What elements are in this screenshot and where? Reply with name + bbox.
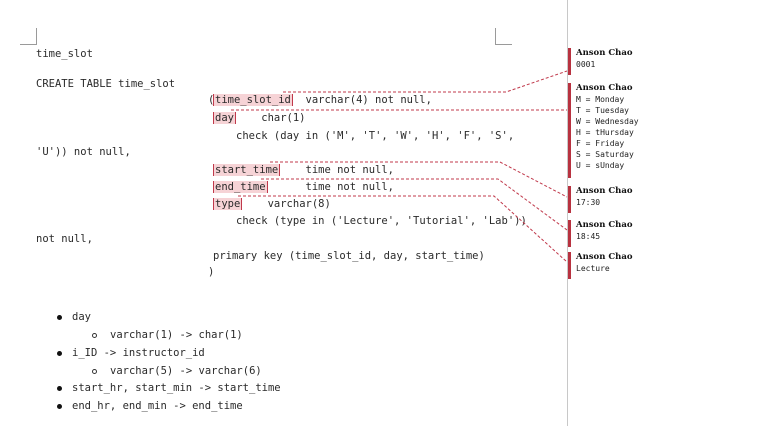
note-item: i_ID -> instructor_id <box>72 347 205 359</box>
comment-balloon[interactable]: Anson Chao 18:45 <box>568 220 748 247</box>
create-statement: CREATE TABLE time_slot <box>36 78 176 90</box>
table-heading: time_slot <box>36 48 93 60</box>
comment-text: 18:45 <box>576 232 601 241</box>
comment-text: 17:30 <box>576 198 601 207</box>
comment-text: W = Wednesday <box>576 117 639 126</box>
bullet-icon <box>57 404 62 409</box>
bullet-icon <box>57 315 62 320</box>
primary-key-line: primary key (time_slot_id, day, start_ti… <box>213 250 485 262</box>
open-paren: ( <box>208 94 215 106</box>
comment-text: M = Monday <box>576 95 625 104</box>
comment-balloon[interactable]: Anson Chao M = Monday T = Tuesday W = We… <box>568 83 748 178</box>
comment-text: 0001 <box>576 60 596 69</box>
sub-bullet-icon <box>92 333 97 338</box>
document-page[interactable]: time_slot CREATE TABLE time_slot ( time_… <box>0 0 567 426</box>
comment-balloon[interactable]: Anson Chao Lecture <box>568 252 748 279</box>
column-line-day: day char(1) <box>213 111 306 125</box>
column-line-type: type varchar(8) <box>213 197 331 211</box>
crop-mark-top-left <box>20 28 37 45</box>
check-day-line: check (day in ('M', 'T', 'W', 'H', 'F', … <box>236 130 515 142</box>
note-item: start_hr, start_min -> start_time <box>72 382 281 394</box>
column-line-end-time: end_time time not null, <box>213 180 394 194</box>
crop-mark-top-right <box>495 28 512 45</box>
column-def: varchar(4) not null, <box>292 94 432 106</box>
comment-balloon[interactable]: Anson Chao 0001 <box>568 48 748 75</box>
close-paren: ) <box>208 266 215 278</box>
note-item: day <box>72 311 91 323</box>
note-item: end_hr, end_min -> end_time <box>72 400 243 412</box>
highlight-type[interactable]: type <box>213 198 243 210</box>
comment-author: Anson Chao <box>576 186 633 196</box>
highlight-end-time[interactable]: end_time <box>213 181 268 193</box>
comment-margin-pane <box>567 0 759 426</box>
column-def: char(1) <box>235 112 306 124</box>
comment-balloon[interactable]: Anson Chao 17:30 <box>568 186 748 213</box>
check-day-wrap: 'U')) not null, <box>36 146 131 158</box>
comment-author: Anson Chao <box>576 48 633 58</box>
highlight-day[interactable]: day <box>213 112 236 124</box>
comment-text: U = sUnday <box>576 161 625 170</box>
column-def: time not null, <box>280 164 395 176</box>
column-def: varchar(8) <box>242 198 331 210</box>
bullet-icon <box>57 351 62 356</box>
comment-text: T = Tuesday <box>576 106 629 115</box>
comment-author: Anson Chao <box>576 252 633 262</box>
comment-text: H = tHursday <box>576 128 634 137</box>
comment-text: F = Friday <box>576 139 625 148</box>
highlight-time-slot-id[interactable]: time_slot_id <box>213 94 293 106</box>
comment-text: Lecture <box>576 264 610 273</box>
bullet-icon <box>57 386 62 391</box>
comment-author: Anson Chao <box>576 83 633 93</box>
note-subitem: varchar(1) -> char(1) <box>110 329 243 341</box>
comment-text: S = Saturday <box>576 150 634 159</box>
check-type-wrap: not null, <box>36 233 93 245</box>
column-def: time not null, <box>267 181 395 193</box>
note-subitem: varchar(5) -> varchar(6) <box>110 365 262 377</box>
check-type-line: check (type in ('Lecture', 'Tutorial', '… <box>236 215 527 227</box>
comment-author: Anson Chao <box>576 220 633 230</box>
column-line-start-time: start_time time not null, <box>213 163 394 177</box>
column-line-time-slot-id: time_slot_id varchar(4) not null, <box>213 93 432 107</box>
sub-bullet-icon <box>92 369 97 374</box>
highlight-start-time[interactable]: start_time <box>213 164 281 176</box>
